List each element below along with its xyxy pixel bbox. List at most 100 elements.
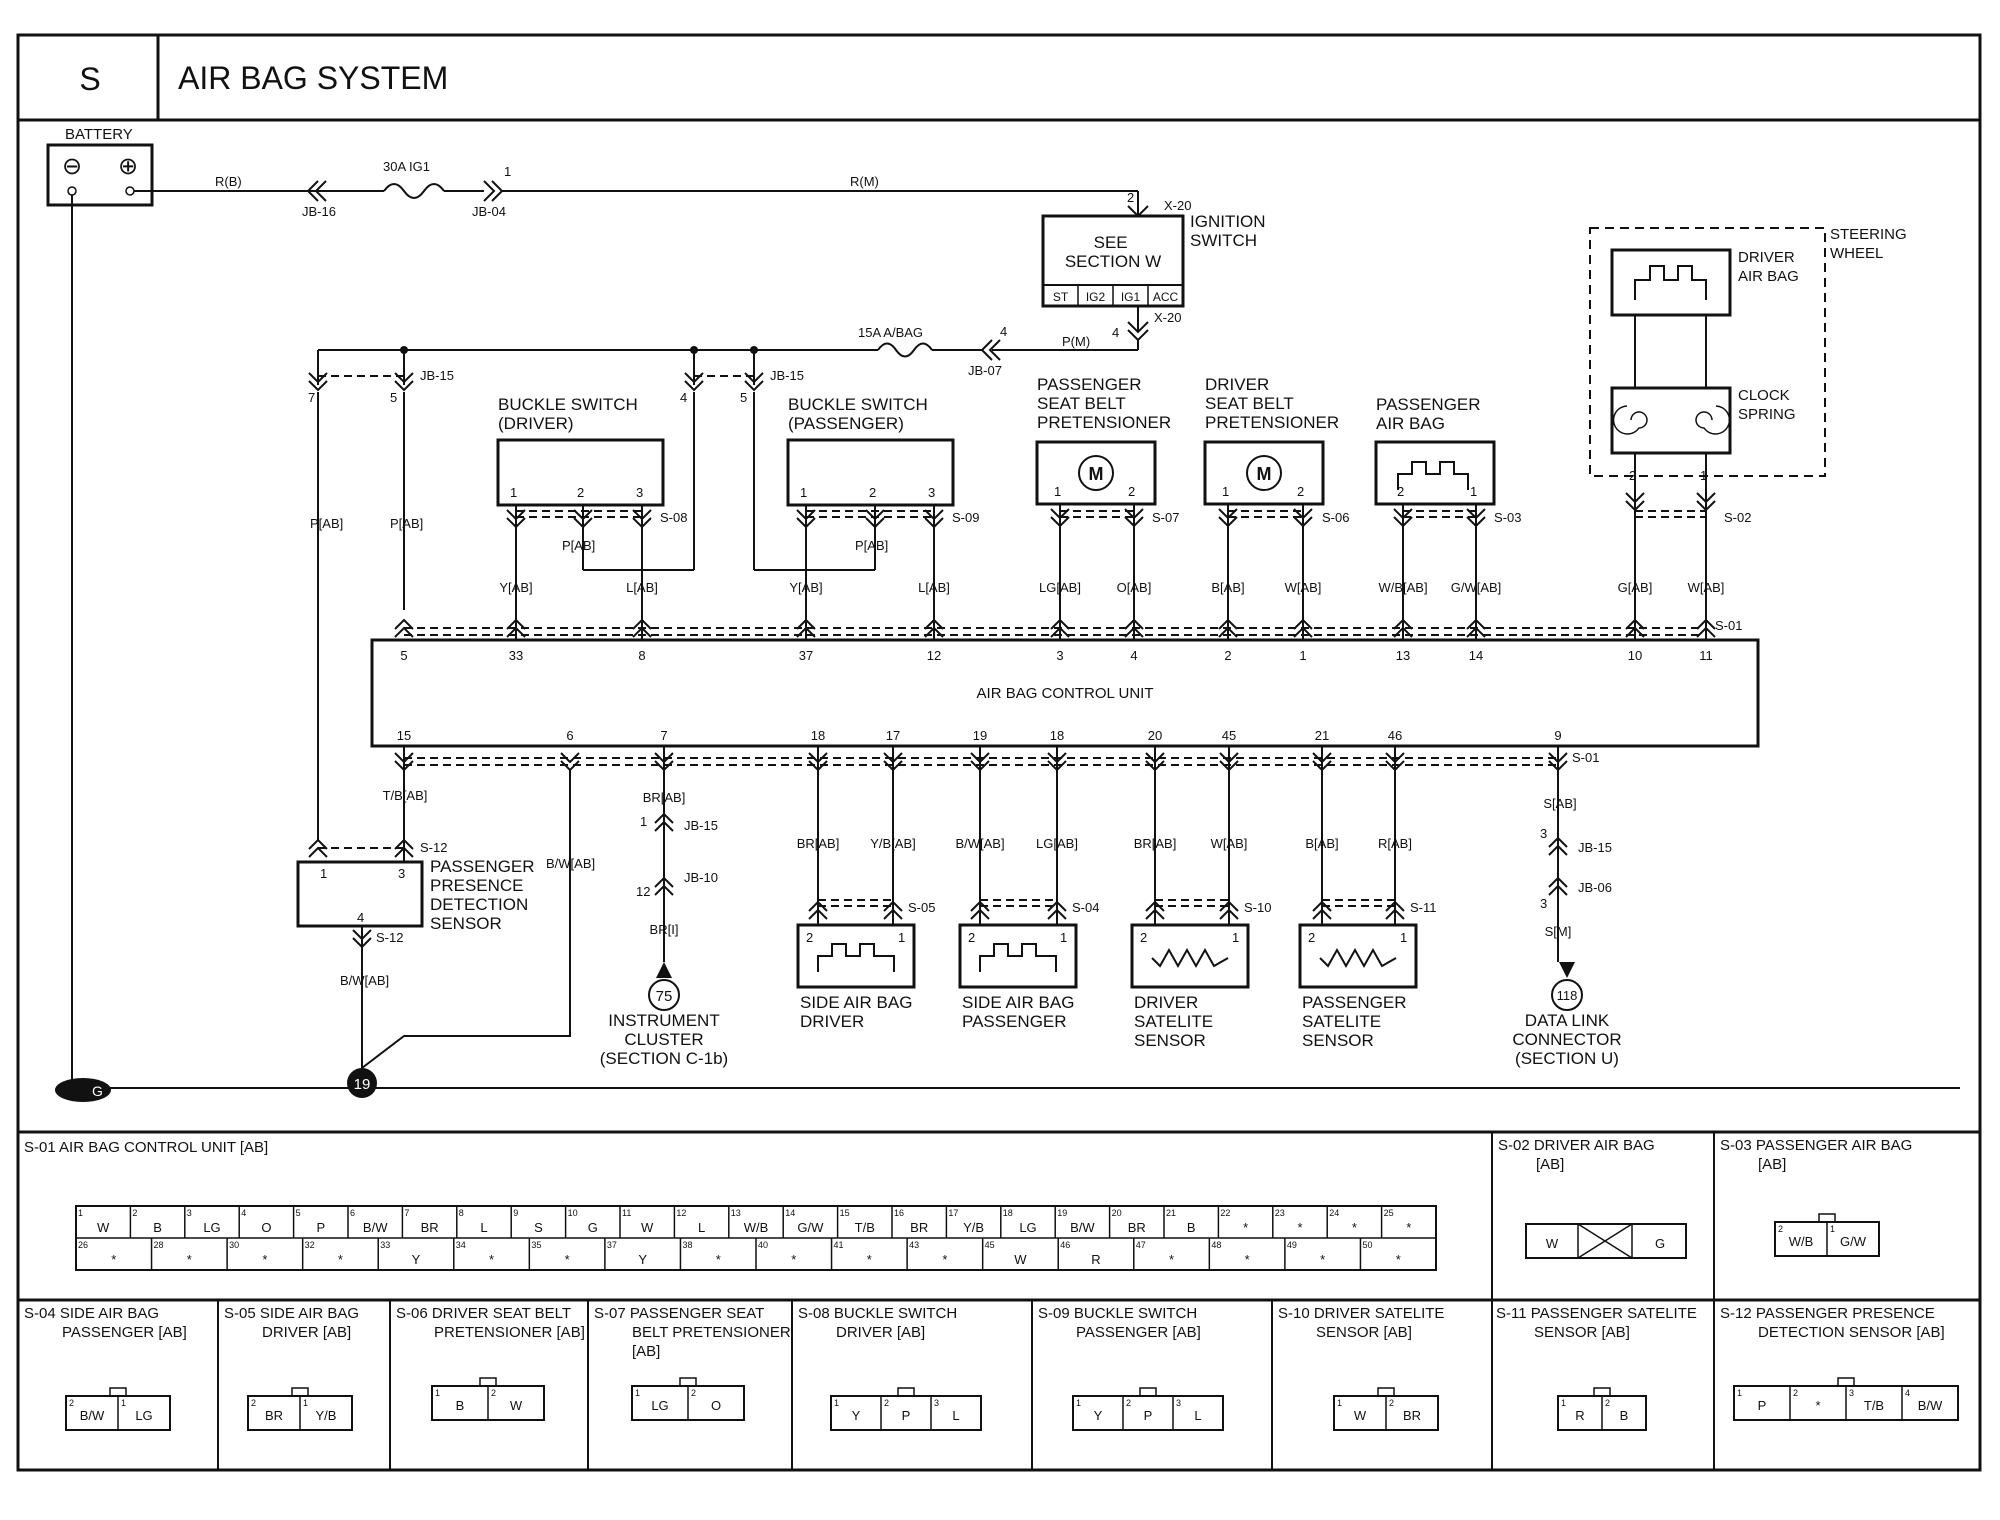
- svg-text:W: W: [1546, 1236, 1559, 1251]
- dlc-num: 118: [1557, 988, 1578, 1003]
- pin-color: *: [565, 1252, 570, 1267]
- connector-arrow-icon: [1312, 752, 1332, 772]
- svg-text:3: 3: [1849, 1388, 1854, 1398]
- pin-color: *: [867, 1252, 872, 1267]
- x20-top-label: X-20: [1164, 198, 1191, 213]
- svg-text:2: 2: [69, 1398, 74, 1408]
- acu-pin: 7: [660, 728, 667, 743]
- dlc-arrow-icon: [1559, 962, 1575, 978]
- svg-text:1: 1: [1561, 1398, 1566, 1408]
- acu-pin: 4: [1130, 648, 1137, 663]
- wire-rm: R(M): [850, 174, 879, 189]
- svg-text:5: 5: [740, 390, 747, 405]
- pin-color: *: [716, 1252, 721, 1267]
- connector-arrow-icon: [883, 752, 903, 772]
- svg-text:41: 41: [834, 1240, 844, 1250]
- svg-text:12: 12: [636, 884, 650, 899]
- ignition-position: ACC: [1153, 290, 1179, 304]
- pin-color: *: [1297, 1220, 1302, 1235]
- connector-arrow-icon: [970, 900, 990, 920]
- svg-text:4: 4: [680, 390, 687, 405]
- svg-text:45: 45: [985, 1240, 995, 1250]
- s02-connector-title: S-02 DRIVER AIR BAG[AB]: [1498, 1137, 1655, 1173]
- acu-pin: 20: [1148, 728, 1162, 743]
- acu-pin: 11: [1699, 648, 1713, 663]
- svg-text:7: 7: [308, 390, 315, 405]
- pin-color: P: [1758, 1398, 1767, 1413]
- buckle-switch-passenger: [786, 438, 955, 507]
- connector-arrow-icon: [865, 509, 885, 529]
- svg-text:12: 12: [676, 1208, 686, 1218]
- connector-label: S-11: [1410, 900, 1437, 915]
- acu-pin: 6: [566, 728, 573, 743]
- svg-text:2: 2: [691, 1388, 696, 1398]
- svg-text:2: 2: [1605, 1398, 1610, 1408]
- wire-color-label: L[AB]: [918, 580, 950, 595]
- pin-color: B: [153, 1220, 162, 1235]
- pin-color: BR: [1128, 1220, 1146, 1235]
- wire-color-label: S[AB]: [1543, 796, 1576, 811]
- wire-color-label: R[AB]: [1378, 836, 1412, 851]
- svg-text:2: 2: [491, 1388, 496, 1398]
- wire-color-label: Y[AB]: [789, 580, 822, 595]
- connector-label: JB-15: [684, 818, 718, 833]
- ignition-position: ST: [1053, 290, 1069, 304]
- pin-color: W: [97, 1220, 110, 1235]
- ground-num: 19: [354, 1076, 371, 1093]
- wire-color-label: Y/B[AB]: [870, 836, 916, 851]
- svg-text:20: 20: [1112, 1208, 1122, 1218]
- pin-color: L: [952, 1408, 959, 1423]
- connector-arrow-icon: [1312, 900, 1332, 920]
- svg-text:33: 33: [380, 1240, 390, 1250]
- acu-pin: 45: [1222, 728, 1236, 743]
- battery-pos-icon: ⊕: [118, 153, 138, 180]
- acu-pin: 8: [638, 648, 645, 663]
- wire-color-label: Y[AB]: [499, 580, 532, 595]
- ground-point-19: [347, 1068, 377, 1098]
- svg-text:1: 1: [640, 814, 647, 829]
- jb07-label: JB-07: [968, 363, 1002, 378]
- pin-color: *: [111, 1252, 116, 1267]
- wire-color-label: L[AB]: [626, 580, 658, 595]
- svg-text:1: 1: [635, 1388, 640, 1398]
- svg-text:1: 1: [1232, 930, 1239, 945]
- svg-text:16: 16: [894, 1208, 904, 1218]
- jb16-label: JB-16: [302, 204, 336, 219]
- wire-color-label: BR[AB]: [643, 790, 686, 805]
- jb07-pin: 4: [1000, 324, 1007, 339]
- connector-arrow-icon: [1548, 752, 1568, 772]
- svg-text:1: 1: [1337, 1398, 1342, 1408]
- svg-text:4: 4: [1905, 1388, 1910, 1398]
- jb04-label: JB-04: [472, 204, 506, 219]
- svg-text:48: 48: [1211, 1240, 1221, 1250]
- pin-color: L: [1194, 1408, 1201, 1423]
- sensor-coil-icon: [1151, 947, 1229, 969]
- acu-pin: 15: [397, 728, 411, 743]
- acu-pin: 2: [1224, 648, 1231, 663]
- passenger-presence-sensor: [296, 860, 424, 928]
- acu-pin: 46: [1388, 728, 1402, 743]
- connector-arrow-icon: [1219, 900, 1239, 920]
- svg-text:21: 21: [1166, 1208, 1176, 1218]
- pin-color: W/B: [1789, 1234, 1814, 1249]
- s09-connector: [1072, 1395, 1224, 1431]
- acu-pin: 17: [886, 728, 900, 743]
- wire-color-label: B/W[AB]: [955, 836, 1004, 851]
- svg-text:2: 2: [968, 930, 975, 945]
- page-title: AIR BAG SYSTEM: [178, 60, 448, 96]
- connector-label: JB-10: [684, 870, 718, 885]
- svg-text:22: 22: [1220, 1208, 1230, 1218]
- pin-color: *: [1396, 1252, 1401, 1267]
- connector-arrow-icon: [970, 752, 990, 772]
- wire-color-label: LG[AB]: [1036, 836, 1078, 851]
- pin-color: P: [1144, 1408, 1153, 1423]
- connector-arrow-icon: [308, 372, 328, 392]
- s12-top-label: S-12: [420, 840, 447, 855]
